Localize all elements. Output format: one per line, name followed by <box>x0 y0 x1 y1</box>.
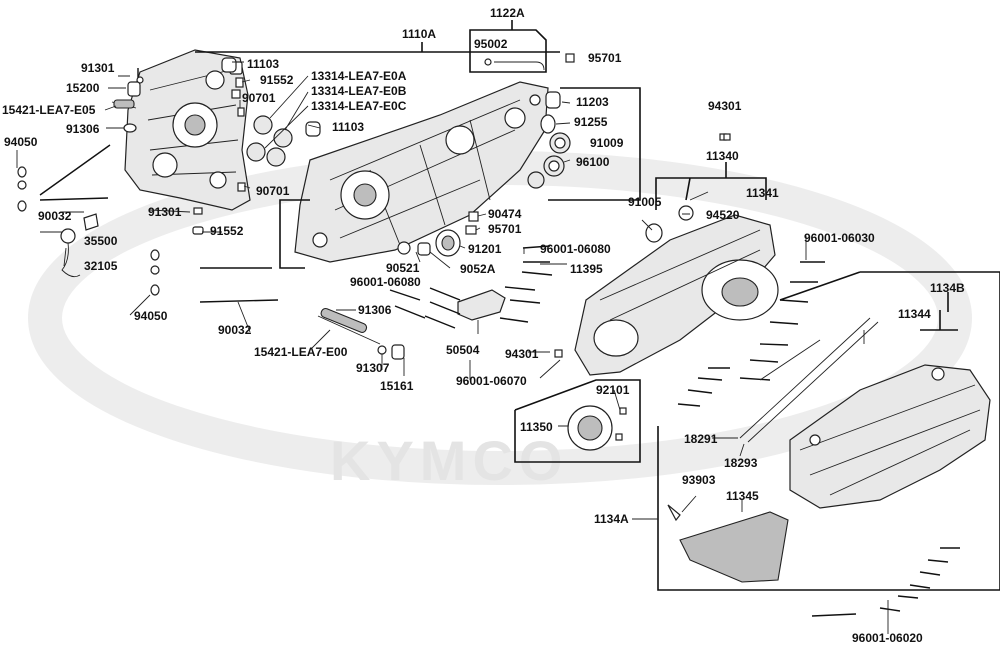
label-95701-mid: 95701 <box>488 222 522 236</box>
left-crankcase-drawing <box>124 49 251 211</box>
hose-assembly-drawing <box>484 53 575 71</box>
right-crankcase-drawing <box>294 81 549 263</box>
part-number-labels: 1110A 1122A 95002 95701 91301 11103 1520… <box>2 6 965 645</box>
label-90521: 90521 <box>386 261 420 275</box>
label-90474: 90474 <box>488 207 522 221</box>
label-11350: 11350 <box>520 420 553 434</box>
label-91005: 91005 <box>628 195 662 209</box>
label-1122A: 1122A <box>490 6 525 20</box>
label-13314-e0c: 13314-LEA7-E0C <box>311 99 407 113</box>
bearing-cover-drawing <box>567 405 627 451</box>
watermark-text: KYMCO <box>330 429 568 492</box>
label-35500: 35500 <box>84 234 118 248</box>
label-1134B: 1134B <box>930 281 965 295</box>
label-15421-e05: 15421-LEA7-E05 <box>2 103 96 117</box>
cvt-inner-cover-drawing <box>574 133 779 376</box>
label-91552-lower: 91552 <box>210 224 244 238</box>
outer-cvt-cover-drawing <box>739 317 991 509</box>
label-94520: 94520 <box>706 208 740 222</box>
label-91301-top: 91301 <box>81 61 115 75</box>
label-91201: 91201 <box>468 242 502 256</box>
label-91306-lower: 91306 <box>358 303 392 317</box>
label-94301-lower: 94301 <box>505 347 539 361</box>
label-90032-lower: 90032 <box>218 323 252 337</box>
label-11103-mid: 11103 <box>332 120 364 134</box>
label-94050-lower: 94050 <box>134 309 168 323</box>
leader-lines <box>16 61 889 634</box>
label-15200: 15200 <box>66 81 100 95</box>
label-15421-e00: 15421-LEA7-E00 <box>254 345 348 359</box>
label-9052A: 9052A <box>460 262 496 276</box>
label-96001-06070: 96001-06070 <box>456 374 527 388</box>
label-91301-lower: 91301 <box>148 205 182 219</box>
label-90032-top: 90032 <box>38 209 72 223</box>
label-11203: 11203 <box>576 95 609 109</box>
label-96001-06020: 96001-06020 <box>852 631 923 645</box>
label-32105: 32105 <box>84 259 118 273</box>
label-11344: 11344 <box>898 307 931 321</box>
label-11345: 11345 <box>726 489 759 503</box>
label-13314-e0b: 13314-LEA7-E0B <box>311 84 407 98</box>
bolt-94301-drawing <box>723 133 731 141</box>
bolts-drawing <box>389 245 960 617</box>
label-11103-top: 11103 <box>247 57 279 71</box>
label-91307: 91307 <box>356 361 390 375</box>
small-parts-center <box>317 91 571 360</box>
label-90701-top: 90701 <box>242 91 276 105</box>
label-15161: 15161 <box>380 379 414 393</box>
small-parts-left <box>17 57 321 303</box>
label-95002: 95002 <box>474 37 508 51</box>
label-50504: 50504 <box>446 343 480 357</box>
label-1110A: 1110A <box>402 27 436 41</box>
bolt-94301-lower-drawing <box>554 349 563 358</box>
label-93903: 93903 <box>682 473 716 487</box>
label-96001-06080-a: 96001-06080 <box>540 242 611 256</box>
outer-panel-drawing <box>667 504 789 583</box>
label-95701-top: 95701 <box>588 51 622 65</box>
callout-boxes <box>195 20 1000 591</box>
label-92101: 92101 <box>596 383 630 397</box>
label-91009: 91009 <box>590 136 624 150</box>
label-94301-top: 94301 <box>708 99 742 113</box>
label-96001-06030: 96001-06030 <box>804 231 875 245</box>
label-91306-top: 91306 <box>66 122 100 136</box>
label-96100: 96100 <box>576 155 610 169</box>
label-11395: 11395 <box>570 262 603 276</box>
label-11341: 11341 <box>746 186 779 200</box>
label-90701-mid: 90701 <box>256 184 290 198</box>
label-1134A: 1134A <box>594 512 629 526</box>
label-13314-e0a: 13314-LEA7-E0A <box>311 69 407 83</box>
label-18291: 18291 <box>684 432 718 446</box>
label-91255: 91255 <box>574 115 608 129</box>
label-91552-top: 91552 <box>260 73 294 87</box>
label-11340: 11340 <box>706 149 739 163</box>
label-96001-06080-b: 96001-06080 <box>350 275 421 289</box>
label-18293: 18293 <box>724 456 758 470</box>
label-94050-top: 94050 <box>4 135 38 149</box>
